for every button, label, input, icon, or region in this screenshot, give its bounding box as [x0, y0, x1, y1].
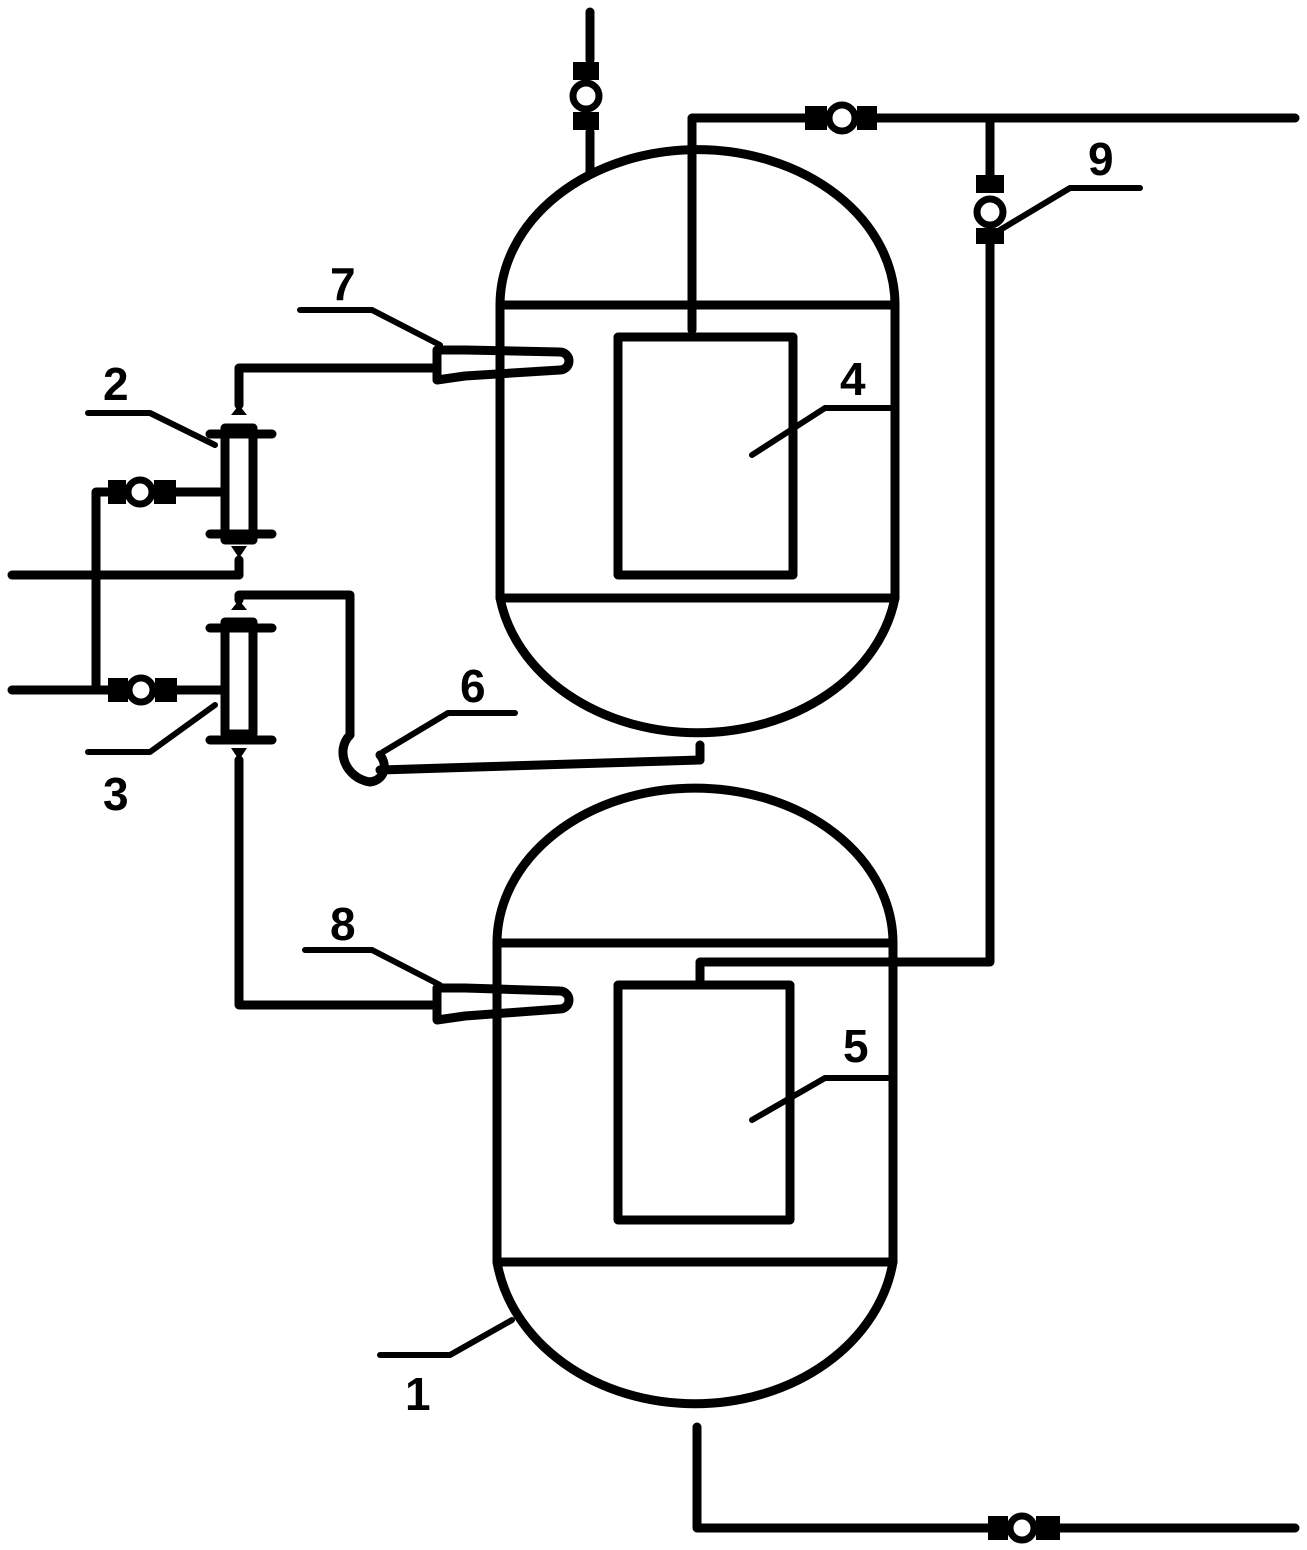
- cooling-valve-upper: [108, 476, 176, 508]
- valve-9: [973, 175, 1007, 244]
- heat-exchanger-2: [205, 405, 277, 558]
- label-6: 6: [460, 660, 486, 712]
- label-2: 2: [103, 358, 129, 410]
- label-5: 5: [843, 1020, 869, 1072]
- nozzle-8: [432, 983, 574, 1025]
- left-feed-piping: [7, 487, 244, 695]
- upper-inner-unit-4: [613, 332, 798, 580]
- label-7: 7: [330, 258, 356, 310]
- bottom-outlet-valve: [988, 1512, 1060, 1544]
- label-4: 4: [840, 353, 866, 405]
- gas-outlet-valve: [805, 101, 877, 135]
- leader-lines: [85, 185, 1143, 1358]
- lower-vessel-1: [492, 783, 898, 1409]
- exchanger-3-to-nozzle-8: [234, 755, 437, 1010]
- cooling-valve-lower: [108, 674, 177, 706]
- gas-outlet-pipe: [687, 113, 1300, 990]
- heat-exchanger-3: [205, 600, 277, 760]
- exchanger-3-to-pump-6: [234, 590, 355, 740]
- exchanger-2-to-nozzle-7: [234, 363, 437, 410]
- bottom-outlet-pipe: [692, 1422, 1300, 1533]
- label-8: 8: [330, 898, 356, 950]
- upper-vessel: [495, 145, 900, 738]
- label-1: 1: [405, 1368, 431, 1420]
- nozzle-7: [432, 345, 574, 385]
- label-3: 3: [103, 768, 129, 820]
- lower-inner-unit-5: [613, 980, 795, 1225]
- top-vent-valve: [569, 62, 603, 130]
- label-9: 9: [1088, 133, 1114, 185]
- pump-6: [338, 730, 705, 787]
